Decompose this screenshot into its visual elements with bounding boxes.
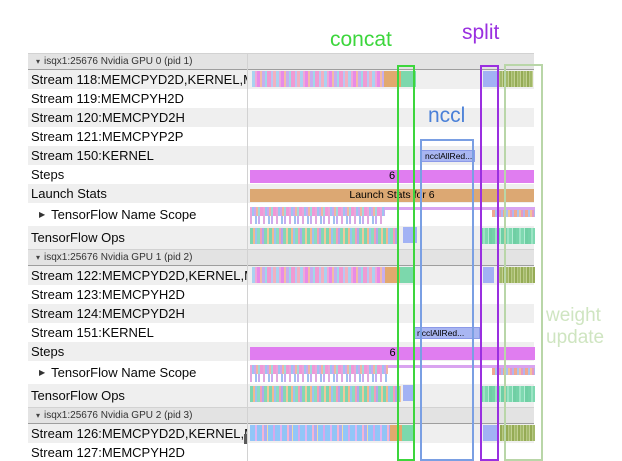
expander-icon[interactable]: ▶	[39, 368, 46, 377]
trace-event-teal-cluster[interactable]	[480, 228, 535, 244]
trace-event-mix-blue[interactable]	[250, 425, 390, 441]
track-row: TensorFlow Ops	[28, 226, 535, 249]
trace-event-solid-teal[interactable]	[401, 71, 416, 87]
annotation-label-weight-update: weight update	[546, 305, 605, 348]
annotation-box-weight-update	[504, 64, 543, 461]
trace-event-teal-cluster[interactable]	[480, 386, 535, 402]
annotation-box-nccl	[420, 139, 474, 461]
trace-event-steps[interactable]: 6	[250, 347, 535, 360]
track-label: Stream 150:KERNEL	[31, 148, 154, 163]
trace-event-solid-orange[interactable]	[385, 267, 400, 283]
trace-event-mix-ns[interactable]	[250, 365, 388, 382]
track-label: ▾isqx1:25676 Nvidia GPU 0 (pid 1)	[36, 56, 193, 67]
track-label: Stream 123:MEMCPYH2D	[31, 287, 185, 302]
annotation-label-split: split	[462, 21, 500, 44]
track-row: Stream 124:MEMCPYD2H	[28, 304, 534, 323]
track-row: ▶TensorFlow Name Scope	[28, 361, 535, 384]
track-label: ▾isqx1:25676 Nvidia GPU 1 (pid 2)	[36, 252, 193, 263]
trace-event-solid-peri[interactable]	[483, 71, 497, 87]
annotation-label-nccl: nccl	[428, 104, 466, 127]
process-header[interactable]: ▾isqx1:25676 Nvidia GPU 0 (pid 1)	[28, 53, 534, 70]
collapse-triangle-icon[interactable]: ▾	[36, 253, 41, 262]
track-label: Stream 120:MEMCPYD2H	[31, 110, 185, 125]
trace-event-steps[interactable]: 6	[250, 170, 534, 183]
track-row: Stream 119:MEMCPYH2D	[28, 89, 534, 108]
track-label: Stream 126:MEMCPYD2D,KERNEL,MI	[31, 426, 247, 441]
label-track-divider	[247, 53, 248, 461]
collapse-triangle-icon[interactable]: ▾	[36, 411, 41, 420]
track-label: TensorFlow Ops	[31, 388, 125, 403]
trace-event-violet-line[interactable]	[250, 207, 535, 210]
track-label: TensorFlow Ops	[31, 230, 125, 245]
track-label: Steps	[31, 344, 65, 359]
trace-event-olive[interactable]	[497, 71, 533, 87]
trace-event-solid-peri[interactable]	[483, 425, 497, 441]
track-row: Stream 121:MEMCPYP2P	[28, 127, 534, 146]
track-label: ▶TensorFlow Name Scope	[39, 365, 197, 380]
trace-event-mix-ns[interactable]	[250, 207, 385, 224]
track-label: Launch Stats	[31, 186, 107, 201]
annotation-box-split	[480, 65, 499, 461]
trace-event-ns-cluster[interactable]	[492, 368, 535, 375]
track-label: Stream 151:KERNEL	[31, 325, 154, 340]
track-row: Stream 126:MEMCPYD2D,KERNEL,MI	[28, 424, 535, 443]
track-row: Steps 6	[28, 165, 534, 184]
trace-event-ns-cluster[interactable]	[492, 210, 535, 217]
trace-event-solid-orange[interactable]	[384, 71, 401, 87]
divider-notch	[244, 434, 247, 444]
annotation-box-concat	[397, 65, 415, 461]
process-header[interactable]: ▾isqx1:25676 Nvidia GPU 2 (pid 3)	[28, 407, 534, 424]
trace-event-solid-orange[interactable]	[390, 425, 402, 441]
track-row: Stream 127:MEMCPYH2D	[28, 443, 534, 461]
trace-event-mix-pink[interactable]	[252, 267, 385, 283]
track-label: Stream 119:MEMCPYH2D	[31, 91, 184, 106]
track-label: Stream 118:MEMCPYD2D,KERNEL,ME	[31, 72, 247, 87]
track-row: Stream 122:MEMCPYD2D,KERNEL,MI	[28, 266, 535, 285]
trace-event-violet-line[interactable]	[250, 365, 535, 368]
track-label: ▾isqx1:25676 Nvidia GPU 2 (pid 3)	[36, 410, 193, 421]
collapse-triangle-icon[interactable]: ▾	[36, 57, 41, 66]
trace-event-olive[interactable]	[500, 425, 535, 441]
track-row: TensorFlow Ops	[28, 384, 535, 407]
track-row: Stream 118:MEMCPYD2D,KERNEL,ME	[28, 70, 534, 89]
trace-event-solid-peri[interactable]	[483, 267, 494, 283]
trace-event-olive[interactable]	[497, 267, 535, 283]
track-label: Stream 124:MEMCPYD2H	[31, 306, 185, 321]
process-header[interactable]: ▾isqx1:25676 Nvidia GPU 1 (pid 2)	[28, 249, 534, 266]
track-row: Stream 123:MEMCPYH2D	[28, 285, 534, 304]
track-label: ▶TensorFlow Name Scope	[39, 207, 197, 222]
trace-event-solid-teal[interactable]	[400, 267, 415, 283]
trace-event-solid-peri[interactable]	[403, 385, 413, 401]
annotation-label-concat: concat	[330, 28, 392, 51]
trace-event-mix-ops[interactable]	[250, 228, 397, 244]
track-label: Steps	[31, 167, 65, 182]
trace-event-solid-teal[interactable]	[402, 425, 415, 441]
track-row: ▶TensorFlow Name Scope	[28, 203, 535, 226]
track-row: Stream 150:KERNEL ncclAllRed...	[28, 146, 534, 165]
track-row: Steps 6	[28, 342, 535, 361]
trace-event-mix-ops[interactable]	[250, 386, 401, 402]
trace-event-mix-pink[interactable]	[252, 71, 384, 87]
track-label: Stream 127:MEMCPYH2D	[31, 445, 185, 460]
track-row: Stream 120:MEMCPYD2H	[28, 108, 534, 127]
track-label: Stream 122:MEMCPYD2D,KERNEL,MI	[31, 268, 247, 283]
trace-event-ncclbar[interactable]: ncclAllRed...	[421, 150, 475, 162]
expander-icon[interactable]: ▶	[39, 210, 46, 219]
track-label: Stream 121:MEMCPYP2P	[31, 129, 184, 144]
